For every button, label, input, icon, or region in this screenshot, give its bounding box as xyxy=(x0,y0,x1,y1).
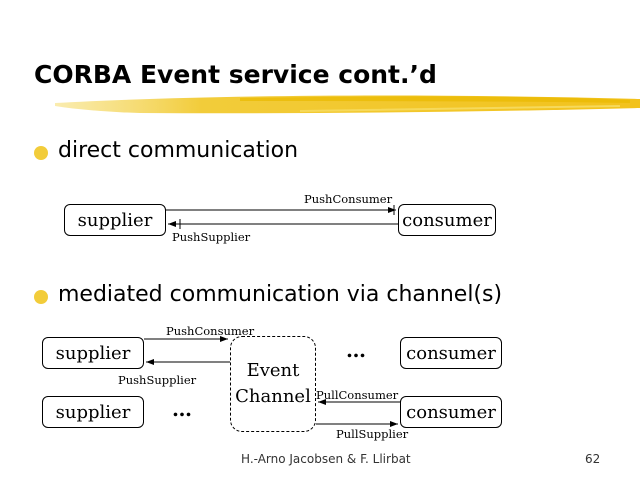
footer-authors: H.-Arno Jacobsen & F. Llirbat xyxy=(241,452,411,466)
direct-supplier-box: supplier xyxy=(64,204,166,236)
direct-consumer-box: consumer xyxy=(398,204,496,236)
event-channel-line1: Event xyxy=(246,360,300,381)
mediated-pull-supplier-label: PullSupplier xyxy=(336,427,409,441)
ellipsis-more-suppliers: … xyxy=(172,397,193,421)
event-channel-box: Event Channel xyxy=(230,336,316,432)
event-channel-line2: Channel xyxy=(235,386,311,407)
arrowhead-icon xyxy=(168,221,176,227)
page-number: 62 xyxy=(585,452,601,466)
arrowhead-icon xyxy=(390,421,398,427)
arrowhead-icon xyxy=(318,399,326,405)
arrowhead-icon xyxy=(388,207,396,213)
arrowhead-icon xyxy=(146,359,154,365)
bullet-dot-icon xyxy=(34,146,48,160)
direct-push-consumer-label: PushConsumer xyxy=(304,192,393,206)
bullet-dot-icon xyxy=(34,290,48,304)
direct-push-supplier-label: PushSupplier xyxy=(172,230,251,244)
ellipsis-more-consumers: … xyxy=(346,338,367,362)
mediated-consumer-box-2: consumer xyxy=(400,396,502,428)
mediated-pull-consumer-label: PullConsumer xyxy=(316,388,399,402)
bullet-mediated-communication: mediated communication via channel(s) xyxy=(58,282,503,307)
mediated-consumer-box-1: consumer xyxy=(400,337,502,369)
mediated-supplier-box-1: supplier xyxy=(42,337,144,369)
slide-title: CORBA Event service cont.’d xyxy=(34,60,437,89)
arrowhead-icon xyxy=(220,336,228,342)
mediated-supplier-box-2: supplier xyxy=(42,396,144,428)
mediated-push-consumer-label: PushConsumer xyxy=(166,324,255,338)
mediated-push-supplier-label: PushSupplier xyxy=(118,373,197,387)
bullet-direct-communication: direct communication xyxy=(58,138,299,163)
